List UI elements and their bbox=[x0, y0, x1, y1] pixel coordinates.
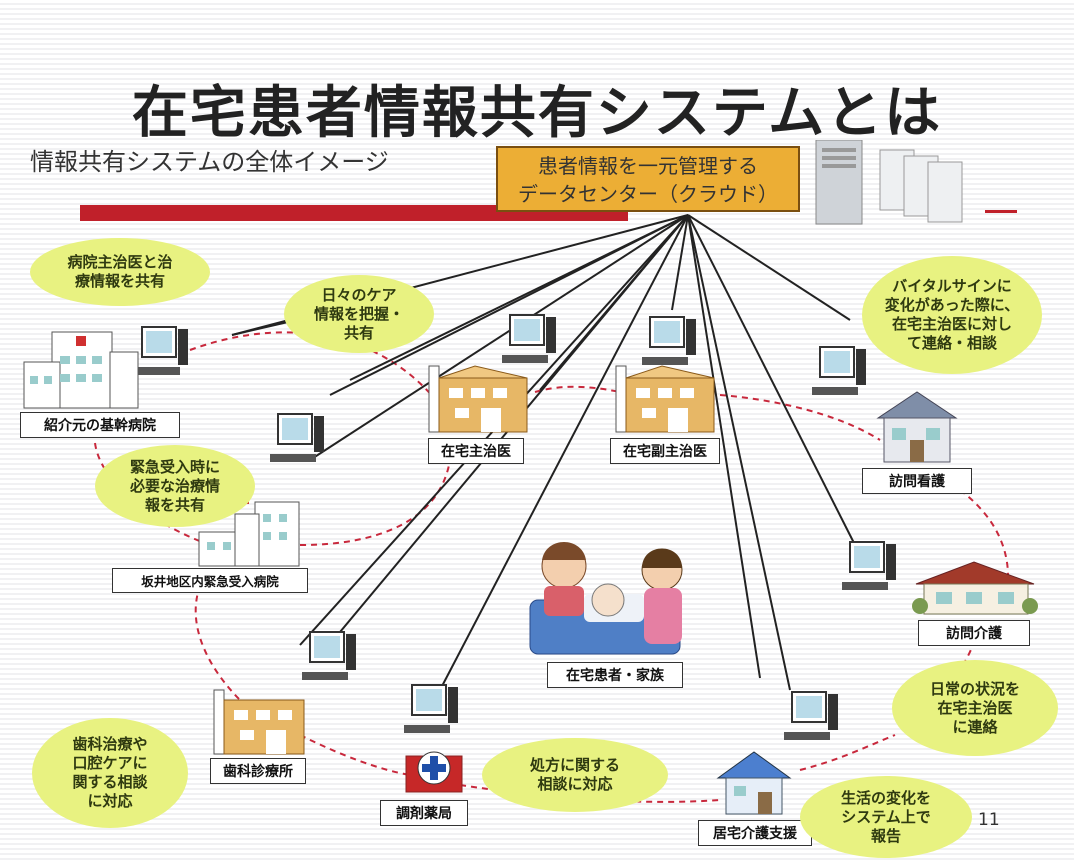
radial-link-sub-doctor-2 bbox=[671, 214, 689, 311]
label-patient-family: 在宅患者・家族 bbox=[547, 662, 683, 688]
computer-icon bbox=[502, 314, 556, 363]
computer-icon bbox=[812, 346, 866, 395]
bubble-connector-daily-care bbox=[231, 321, 289, 336]
radial-link-care-visit bbox=[687, 214, 856, 546]
label-pharmacy: 調剤薬局 bbox=[380, 800, 468, 826]
label-home-care-visit: 訪問介護 bbox=[918, 620, 1030, 646]
radial-link-emergency bbox=[309, 214, 689, 461]
computer-icon bbox=[270, 413, 324, 462]
title-underline-bar bbox=[80, 205, 628, 221]
title-underline-accent bbox=[985, 210, 1017, 213]
radial-link-home-doctor-2 bbox=[349, 214, 689, 381]
computer-icon bbox=[404, 684, 458, 733]
radial-link-care-support bbox=[687, 214, 791, 691]
dashed-link-sub-nursing bbox=[719, 394, 881, 441]
hospital-building-icon bbox=[23, 331, 139, 409]
page-subtitle: 情報共有システムの全体イメージ bbox=[30, 148, 389, 176]
radial-link-pharmacy bbox=[439, 214, 689, 691]
dashed-link-emergency-home-doctor bbox=[299, 459, 451, 546]
server-icon bbox=[815, 140, 963, 225]
page-number: 11 bbox=[978, 810, 1000, 830]
label-emergency-hospital: 坂井地区内緊急受入病院 bbox=[112, 568, 308, 593]
bubble-daily-care: 日々のケア 情報を把握・ 共有 bbox=[284, 275, 434, 353]
bubble-daily-status: 日常の状況を 在宅主治医 に連絡 bbox=[892, 660, 1058, 756]
computer-icon bbox=[302, 631, 356, 680]
label-dental-clinic: 歯科診療所 bbox=[210, 758, 306, 784]
computer-icon bbox=[134, 326, 188, 375]
care-support-house-icon bbox=[716, 751, 792, 815]
clinic-building-icon bbox=[615, 365, 715, 433]
bubble-prescription: 処方に関する 相談に対応 bbox=[482, 738, 668, 812]
bubble-hospital-share: 病院主治医と治 療情報を共有 bbox=[30, 238, 210, 306]
computer-icon bbox=[642, 316, 696, 365]
radial-link-nursing bbox=[687, 214, 851, 321]
dashed-link-dental-pharmacy bbox=[299, 734, 411, 776]
bubble-dental: 歯科治療や 口腔ケアに 関する相談 に対応 bbox=[32, 718, 188, 828]
dashed-link-emergency-dental bbox=[194, 574, 241, 701]
computer-icon bbox=[784, 691, 838, 740]
data-center-line1: 患者情報を一元管理する bbox=[538, 154, 758, 178]
pharmacy-cross-icon bbox=[405, 751, 463, 793]
patient-family-illustration bbox=[529, 542, 683, 655]
data-center-box: 患者情報を一元管理する データセンター（クラウド） bbox=[496, 146, 800, 212]
emergency-hospital-icon bbox=[198, 494, 300, 567]
page-title: 在宅患者情報共有システムとは bbox=[131, 81, 943, 146]
label-referral-hospital: 紹介元の基幹病院 bbox=[20, 412, 180, 438]
computer-icon bbox=[842, 541, 896, 590]
dental-clinic-icon bbox=[213, 689, 305, 755]
label-home-nursing: 訪問看護 bbox=[862, 468, 972, 494]
label-home-doctor: 在宅主治医 bbox=[428, 438, 524, 464]
radial-link-care-support-2 bbox=[687, 214, 761, 679]
label-home-sub-doctor: 在宅副主治医 bbox=[610, 438, 720, 464]
clinic-building-icon bbox=[428, 365, 528, 433]
data-center-line2: データセンター（クラウド） bbox=[518, 182, 778, 206]
nursing-house-icon bbox=[876, 391, 958, 463]
bubble-emergency: 緊急受入時に 必要な治療情 報を共有 bbox=[95, 445, 255, 527]
label-care-support: 居宅介護支援 bbox=[698, 820, 812, 846]
dashed-link-home-doctor-sub bbox=[534, 385, 621, 393]
bubble-life-change: 生活の変化を システム上で 報告 bbox=[800, 776, 972, 858]
dashed-link-care-support-bubble bbox=[799, 734, 896, 771]
bubble-vital-sign: バイタルサインに 変化があった際に、 在宅主治医に対し て連絡・相談 bbox=[862, 256, 1042, 374]
care-house-icon bbox=[912, 561, 1038, 615]
